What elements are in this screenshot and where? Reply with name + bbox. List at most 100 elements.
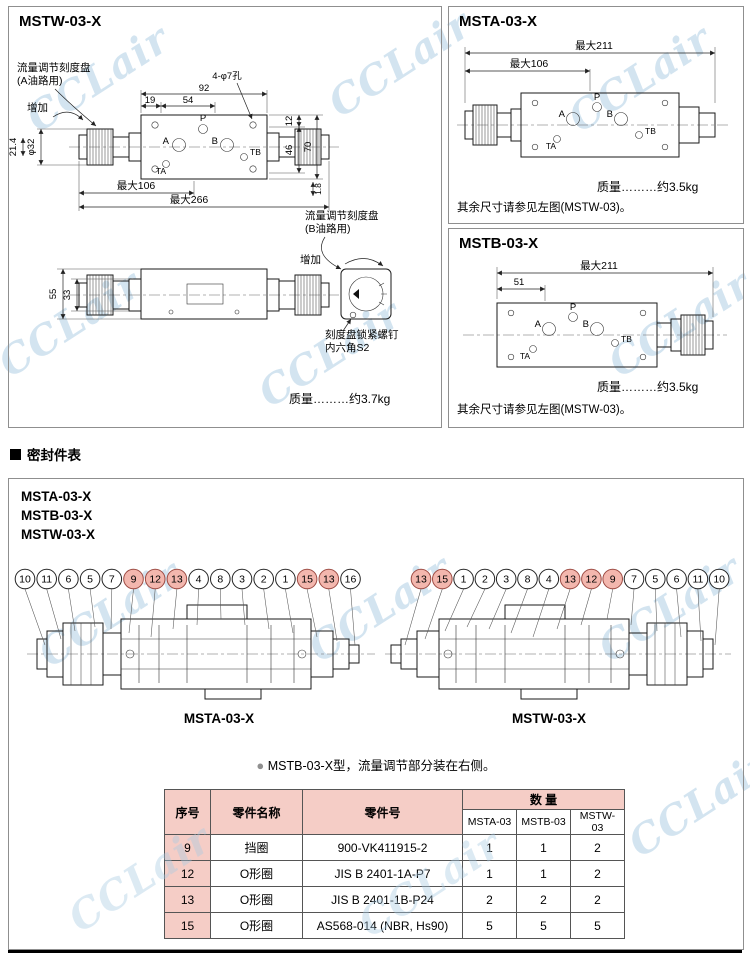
- dim-phi32: φ32: [26, 139, 37, 156]
- msta-dimensions: 最大211 最大106: [464, 39, 716, 103]
- port-a-label: A: [163, 136, 170, 147]
- mstb-dimensions: 最大211 51: [496, 259, 714, 317]
- cell-qty: 5: [516, 912, 571, 939]
- msta-title: MSTA-03-X: [459, 13, 538, 30]
- section-square-bullet: [10, 448, 21, 460]
- mstb-drawing-canvas: 最大211 51 A P B TA: [457, 259, 727, 416]
- port-p-label: P: [200, 113, 206, 124]
- mstb-top-view: [463, 302, 727, 368]
- model-list: MSTA-03-X MSTB-03-X MSTW-03-X: [21, 487, 95, 544]
- port-a-label: A: [535, 319, 542, 330]
- dim-max266: 最大266: [170, 193, 209, 206]
- mstw-dial-a-callout: 流量调节刻度盘 (A油路用) 增加: [17, 61, 97, 127]
- msta-cross-section: [27, 604, 375, 700]
- port-tb-label: TB: [621, 334, 632, 344]
- callout-number: 8: [525, 574, 531, 586]
- cell-part: JIS B 2401-1B-P24: [302, 886, 463, 913]
- mstb-panel: 最大211 51 A P B TA: [448, 228, 744, 428]
- cell-qty: 1: [462, 834, 517, 861]
- table-row: 9 挡圈 900-VK411915-2 1 1 2: [164, 834, 625, 861]
- callout-number-highlighted: 13: [323, 574, 335, 586]
- seal-panel: MSTA-03-X MSTB-03-X MSTW-03-X: [8, 478, 744, 950]
- callout-number: 11: [41, 574, 52, 586]
- cell-part: AS568-014 (NBR, Hs90): [302, 912, 463, 939]
- qty-subheader-mstb: MSTB-03: [516, 809, 571, 835]
- note-text: MSTB-03-X型，流量调节部分装在右侧。: [267, 759, 496, 773]
- dial-a-label-2: (A油路用): [17, 74, 63, 87]
- port-b-label: B: [607, 109, 613, 120]
- dim-12: 12: [284, 116, 295, 127]
- dial-pointer: [353, 289, 359, 299]
- mstw-dimensions: 92 54 19 4-φ7孔 12 46 70 φ32 21.4: [9, 71, 330, 211]
- mstb-mass-note: 质量………约3.5kg: [597, 379, 698, 394]
- cell-name: O形圈: [210, 860, 303, 887]
- mstb-title: MSTB-03-X: [459, 235, 539, 252]
- callout-number: 3: [503, 574, 509, 586]
- callout-number: 7: [109, 574, 115, 586]
- seal-section-header: 密封件表: [10, 444, 81, 464]
- note-bullet-icon: ●: [256, 758, 265, 773]
- col-header-no: 序号: [164, 789, 211, 835]
- callout-number: 4: [196, 574, 202, 586]
- callout-number: 5: [87, 574, 93, 586]
- mstw-drawing-canvas: A P B TA TB 92 54 19 4-φ7孔 12 46: [9, 61, 399, 406]
- table-row: 15 O形圈 AS568-014 (NBR, Hs90) 5 5 5: [164, 912, 625, 939]
- callout-number-highlighted: 13: [415, 574, 427, 586]
- mstw-title: MSTW-03-X: [19, 13, 102, 30]
- col-header-name: 零件名称: [210, 789, 303, 835]
- callout-number: 6: [674, 574, 680, 586]
- right-diagram-label: MSTW-03-X: [512, 711, 586, 726]
- msta-port-labels: A P B TA TB: [546, 92, 656, 151]
- mstb-assembly-note: ● MSTB-03-X型，流量调节部分装在右侧。: [9, 755, 743, 774]
- table-row: 13 O形圈 JIS B 2401-1B-P24 2 2 2: [164, 886, 625, 913]
- callout-number-highlighted: 13: [171, 574, 183, 586]
- callout-number-highlighted: 13: [564, 574, 576, 586]
- cell-no: 12: [164, 860, 211, 887]
- dim-92: 92: [199, 83, 210, 94]
- port-b-label: B: [212, 136, 218, 147]
- col-header-qty: 数 量: [462, 789, 625, 810]
- holes-callout-label: 4-φ7孔: [212, 71, 242, 82]
- mstw-panel: A P B TA TB 92 54 19 4-φ7孔 12 46: [8, 6, 442, 428]
- dial-a-label-1: 流量调节刻度盘: [17, 61, 91, 74]
- mstw-port-labels: A P B TA TB: [156, 113, 261, 176]
- callout-number: 1: [282, 574, 288, 586]
- port-a-label: A: [559, 109, 566, 120]
- callout-number-highlighted: 12: [149, 574, 161, 586]
- cell-qty: 2: [570, 860, 625, 887]
- callout-number: 6: [65, 574, 71, 586]
- left-diagram-label: MSTA-03-X: [183, 711, 255, 726]
- dim-55: 55: [48, 289, 59, 300]
- cell-qty: 2: [570, 886, 625, 913]
- cell-name: 挡圈: [210, 834, 303, 861]
- msta-ref-note: 其余尺寸请参见左图(MSTW-03)。: [457, 200, 631, 214]
- cell-qty: 5: [570, 912, 625, 939]
- cell-qty: 2: [516, 886, 571, 913]
- dim-21-4: 21.4: [9, 138, 19, 157]
- port-tb-label: TB: [645, 126, 656, 136]
- msta-top-view: [457, 92, 729, 158]
- cell-name: O形圈: [210, 912, 303, 939]
- port-ta-label: TA: [156, 166, 167, 176]
- port-p-label: P: [570, 302, 576, 313]
- callout-number: 2: [482, 574, 488, 586]
- dial-b-label-2: (B油路用): [305, 222, 351, 235]
- dim-max211: 最大211: [580, 259, 618, 272]
- port-tb-label: TB: [250, 147, 261, 157]
- qty-subheader-mstw: MSTW-03: [570, 809, 625, 835]
- callout-number: 16: [345, 574, 357, 586]
- increase-a-label: 增加: [27, 101, 48, 114]
- callout-number: 4: [546, 574, 552, 586]
- dim-46: 46: [284, 145, 295, 156]
- right-callouts: 13 15 1 2 3 8 4 13 12 9 7 5 6 11 10: [410, 568, 730, 590]
- port-ta-label: TA: [546, 141, 557, 151]
- cell-qty: 2: [570, 834, 625, 861]
- cell-name: O形圈: [210, 886, 303, 913]
- mstw-side-view: 55 33: [48, 268, 339, 320]
- section-title: 密封件表: [27, 448, 81, 463]
- cell-qty: 2: [462, 886, 517, 913]
- dim-1-8: 1.8: [313, 183, 323, 195]
- cell-qty: 1: [462, 860, 517, 887]
- callout-number-highlighted: 15: [301, 574, 313, 586]
